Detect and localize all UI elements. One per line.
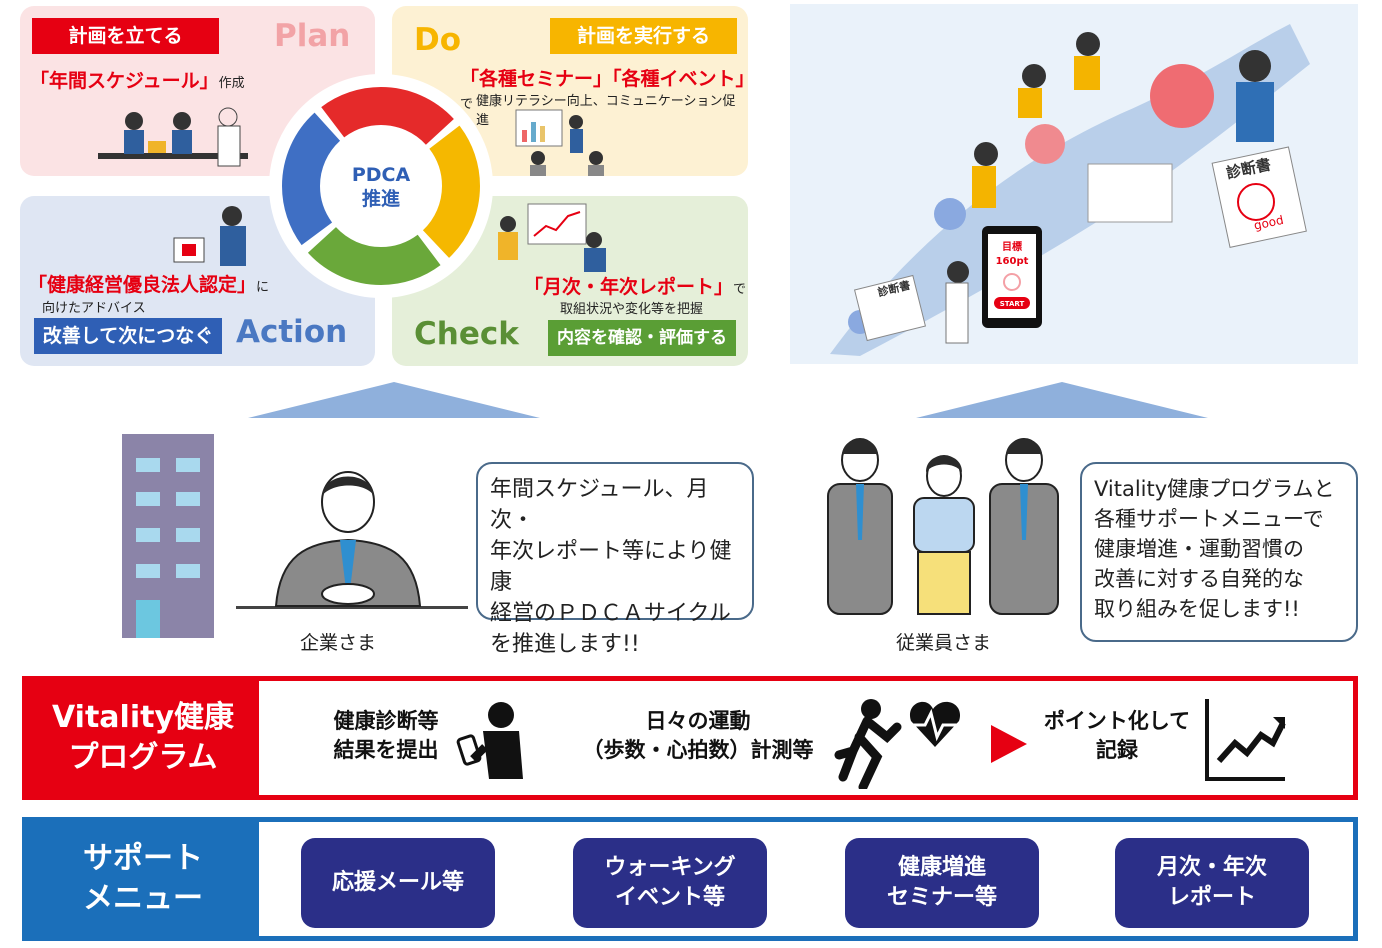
journey-panel: 診断書 診断書 good 目標 160pt START <box>790 4 1358 364</box>
support-item-report: 月次・年次レポート <box>1115 838 1309 928</box>
step-daily-exercise: 日々の運動（歩数・心拍数）計測等 <box>582 709 814 762</box>
pdca-center-2: 推進 <box>362 187 400 210</box>
building-icon <box>122 434 214 638</box>
employees-label: 従業員さま <box>896 632 992 654</box>
do-word: Do <box>414 22 462 58</box>
do-text: 「各種セミナー」「各種イベント」で <box>460 68 755 112</box>
plan-word: Plan <box>274 18 351 54</box>
company-bubble: 年間スケジュール、月次・ 年次レポート等により健康 経営のＰＤＣＡサイクル を推… <box>476 462 754 657</box>
support-band: サポートメニュー 応援メール等 ウォーキングイベント等 健康増進セミナー等 月次… <box>22 817 1358 941</box>
arrow-up-right <box>916 382 1208 418</box>
advisor-illustration <box>173 206 246 266</box>
phone-goal-value: 160pt <box>996 256 1029 267</box>
check-tag: 内容を確認・評価する <box>548 320 736 356</box>
arrow-up-left <box>248 382 540 418</box>
action-tag: 改善して次につなぐ <box>34 318 222 354</box>
program-label: Vitality健康プログラム <box>27 681 259 795</box>
do-tag: 計画を実行する <box>550 18 737 54</box>
phone-goal-label: 目標 <box>1002 240 1022 253</box>
action-word: Action <box>236 314 348 350</box>
growth-chart-icon <box>1205 699 1286 781</box>
support-label: サポートメニュー <box>27 822 259 936</box>
journey-illustration: 診断書 診断書 good 目標 160pt START <box>830 24 1310 356</box>
action-text: 「健康経営優良法人認定」に <box>28 274 270 296</box>
check-text-2: 取組状況や変化等を把握 <box>560 302 704 317</box>
pdca-center-1: PDCA <box>352 164 411 186</box>
action-text-2: 向けたアドバイス <box>42 301 146 316</box>
plan-text: 「年間スケジュール」作成 <box>30 70 245 92</box>
doc-stamp: good <box>1253 213 1285 233</box>
support-item-walking-event: ウォーキングイベント等 <box>573 838 767 928</box>
runner-heart-icon <box>834 699 961 789</box>
pdca-cycle: PDCA 推進 <box>269 74 493 298</box>
meeting-illustration <box>98 107 248 167</box>
company-label: 企業さま <box>300 632 377 654</box>
program-band: Vitality健康プログラム 健康診断等結果を提出 日々の運動（歩数・心拍数）… <box>22 676 1358 800</box>
ceo-illustration <box>236 471 468 609</box>
plan-tag: 計画を立てる <box>32 18 219 54</box>
support-item-cheer-mail: 応援メール等 <box>301 838 495 928</box>
report-illustration <box>498 203 606 272</box>
plan-panel: 計画を立てる Plan 「年間スケジュール」作成 <box>20 6 375 176</box>
do-text-2: 健康リテラシー向上、コミュニケーション促進 <box>476 94 736 128</box>
seminar-illustration <box>515 109 604 176</box>
employees-illustration <box>827 438 1059 615</box>
check-word: Check <box>414 316 519 352</box>
step-submit-results: 健康診断等結果を提出 <box>333 709 439 762</box>
step-points-record: ポイント化して記録 <box>1043 709 1191 762</box>
support-item-health-seminar: 健康増進セミナー等 <box>845 838 1039 928</box>
arrow-right-icon <box>991 725 1027 763</box>
phone-start: START <box>1000 300 1025 308</box>
check-text: 「月次・年次レポート」で <box>524 276 747 298</box>
phone-user-icon <box>456 702 523 779</box>
do-panel: Do 計画を実行する 「各種セミナー」「各種イベント」で 健康リテラシー向上、コ… <box>392 6 755 176</box>
employees-bubble: Vitality健康プログラムと 各種サポートメニューで 健康増進・運動習慣の … <box>1080 462 1358 642</box>
